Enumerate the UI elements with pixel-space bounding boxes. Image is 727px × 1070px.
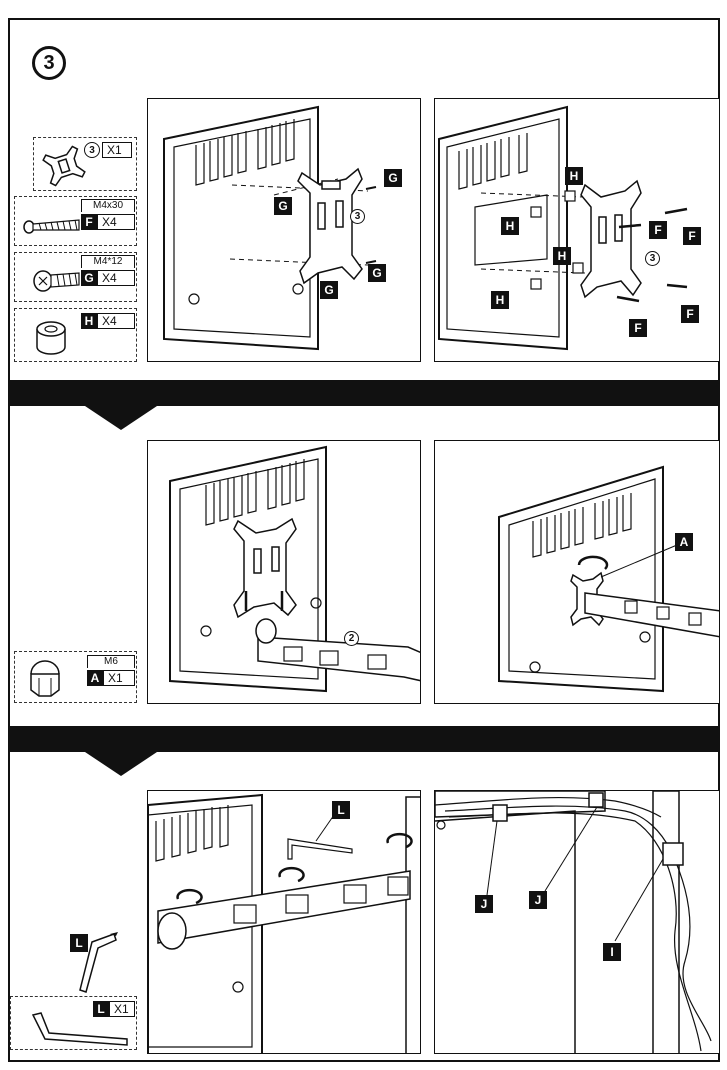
long-screw-icon [23,219,80,234]
part-spacer-h-key: H [81,313,97,329]
callout-j-1: J [475,895,493,913]
part-spacer-h-qty: X4 [97,313,135,329]
part-nut-a-key: A [87,670,103,686]
section-divider-1-arrow [85,406,157,430]
callout-f-2: F [683,227,701,245]
section-divider-1 [8,380,720,406]
callout-i: I [603,943,621,961]
callout-h-4: H [491,291,509,309]
vesa-plate-icon [42,145,86,187]
panel-adjust-tension: L [147,790,421,1054]
part-bracket-qty: X1 [102,142,132,158]
part-screw-g-box: M4*12 G X4 [14,252,137,302]
callout-g-3: G [368,264,386,282]
part-wrench-l-qty: X1 [109,1001,135,1017]
part-screw-f-box: M4x30 F X4 [14,196,137,246]
callout-g-4: G [320,281,338,299]
callout-a: A [675,533,693,551]
callout-l-panel: L [332,801,350,819]
callout-plate-ref-text: 3 [354,211,361,222]
callout-f-1: F [649,221,667,239]
part-screw-f-qty: X4 [97,214,135,230]
callout-h-2: H [501,217,519,235]
part-nut-a-qty: X1 [103,670,135,686]
short-screw-icon [33,270,80,292]
part-screw-g-qty: X4 [97,270,135,286]
section-divider-2 [8,726,720,752]
callout-plate-ref: 3 [350,209,365,224]
monitor-arm-nut-illustration [498,465,719,693]
panel-attach-plate-screws: G G 3 G G [147,98,421,362]
step-number: 3 [43,51,55,74]
callout-h-1: H [565,167,583,185]
part-screw-f-key: F [81,214,97,230]
callout-plate-ref-2-text: 3 [649,253,656,264]
monitor-back-illustration [163,105,377,351]
monitor-arm-plate-illustration [169,445,420,693]
step-number-badge: 3 [32,46,66,80]
section-divider-2-arrow [85,752,157,776]
cap-nut-icon [30,660,60,697]
callout-arm-ref: 2 [344,631,359,646]
callout-plate-ref-2: 3 [645,251,660,266]
part-wrench-l-box: L X1 [10,996,137,1050]
cable-routing-illustration [435,791,712,1053]
callout-f-4: F [629,319,647,337]
part-spacer-h-box: H X4 [14,308,137,362]
panel-mount-plate-on-arm: 2 [147,440,421,704]
allen-key-icon [31,1012,128,1046]
panel-cable-management: J J I [434,790,720,1054]
part-screw-g-spec: M4*12 [81,255,135,268]
part-nut-a-spec: M6 [87,655,135,668]
monitor-back-spacers-illustration [438,105,688,351]
part-bracket-box: 3 X1 [33,137,137,191]
part-bracket-ref-text: 3 [89,144,95,156]
part-screw-f-spec: M4x30 [81,199,135,212]
callout-g-2: G [274,197,292,215]
part-wrench-l-key: L [93,1001,109,1017]
callout-h-3: H [553,247,571,265]
allen-key-loose-icon [79,932,118,993]
callout-g-1: G [384,169,402,187]
callout-j-2: J [529,891,547,909]
part-bracket-ref: 3 [84,142,100,158]
part-screw-g-key: G [81,270,97,286]
panel-secure-cap-nut: A [434,440,720,704]
callout-f-3: F [681,305,699,323]
spacer-icon [36,321,66,355]
panel-attach-plate-spacers: H H H H F F 3 F F [434,98,720,362]
part-nut-a-box: M6 A X1 [14,651,137,703]
arm-tension-illustration [148,793,420,1053]
callout-l-loose: L [70,934,88,952]
callout-arm-ref-text: 2 [348,633,355,644]
